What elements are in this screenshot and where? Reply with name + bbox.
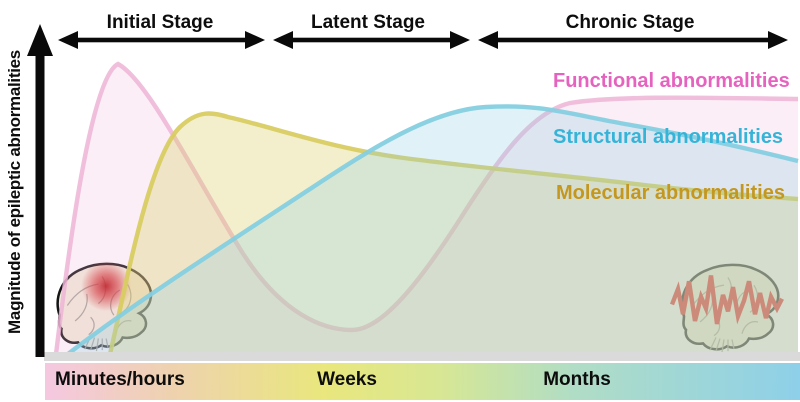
structural-curve-line: [66, 104, 799, 356]
stage-label-chronic: Chronic Stage: [565, 12, 695, 33]
time-axis-gradient-bar: [45, 363, 800, 400]
time-label-weeks: Weeks: [317, 369, 377, 390]
y-axis-label: Magnitude of epileptic abnormalities: [5, 50, 24, 334]
time-label-minutes-hours: Minutes/hours: [55, 369, 185, 390]
brain-seizure-focus-icon: [56, 260, 153, 352]
structural-curve-area: [68, 106, 798, 354]
initial-stage-arrow: [58, 31, 265, 49]
functional-curve-area: [56, 64, 798, 354]
latent-stage-arrow: [273, 31, 470, 49]
seizure-focus-glow: [80, 260, 132, 312]
molecular-curve-area: [110, 113, 798, 355]
legend-molecular-abnormalities: Molecular abnormalities: [556, 182, 785, 204]
functional-curve-line: [53, 61, 799, 355]
time-label-months: Months: [543, 369, 611, 390]
x-axis-baseline: [44, 352, 800, 361]
y-axis-arrow: [27, 24, 53, 357]
chronic-stage-arrow: [478, 31, 788, 49]
legend-functional-abnormalities: Functional abnormalities: [553, 70, 790, 92]
stage-label-latent: Latent Stage: [310, 12, 426, 33]
molecular-curve-line: [107, 111, 799, 355]
brain-eeg-spikes-icon: [669, 263, 784, 353]
legend-structural-abnormalities: Structural abnormalities: [553, 126, 784, 148]
stage-label-initial: Initial Stage: [106, 12, 214, 33]
eeg-trace: [669, 275, 784, 325]
